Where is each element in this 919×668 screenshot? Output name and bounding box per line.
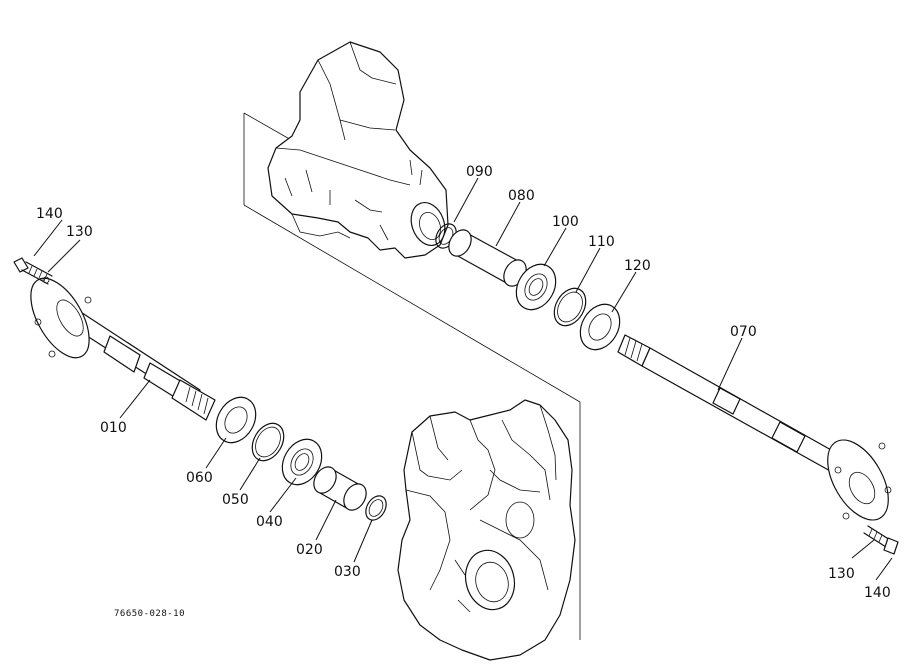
label-040: 040 bbox=[256, 514, 283, 530]
label-130-left: 130 bbox=[66, 224, 93, 240]
bearing-120 bbox=[579, 303, 621, 351]
collar-020 bbox=[313, 466, 367, 511]
bearing-040 bbox=[281, 438, 323, 486]
label-020: 020 bbox=[296, 542, 323, 558]
label-050: 050 bbox=[222, 492, 249, 508]
right-axle-shaft bbox=[617, 334, 892, 521]
label-100: 100 bbox=[552, 214, 579, 230]
snap-ring-050 bbox=[251, 422, 285, 462]
label-090: 090 bbox=[466, 164, 493, 180]
label-130-right: 130 bbox=[828, 566, 855, 582]
label-120: 120 bbox=[624, 258, 651, 274]
leader-lines bbox=[33, 177, 893, 581]
bearing-100 bbox=[515, 263, 557, 311]
ring-030 bbox=[365, 495, 387, 521]
label-110: 110 bbox=[588, 234, 615, 250]
snap-ring-110 bbox=[553, 287, 587, 327]
lower-transmission-housing bbox=[397, 399, 576, 661]
bearing-060 bbox=[215, 396, 257, 444]
drawing-reference: 76650-028-10 bbox=[114, 609, 185, 619]
label-140-left: 140 bbox=[36, 206, 63, 222]
left-axle-shaft bbox=[30, 276, 216, 421]
label-080: 080 bbox=[508, 188, 535, 204]
label-030: 030 bbox=[334, 564, 361, 580]
label-010: 010 bbox=[100, 420, 127, 436]
label-070: 070 bbox=[730, 324, 757, 340]
part-labels: 140 130 010 060 050 040 020 030 090 080 … bbox=[36, 164, 891, 601]
upper-axle-housing bbox=[267, 41, 449, 259]
collar-080 bbox=[448, 229, 527, 287]
label-060: 060 bbox=[186, 470, 213, 486]
right-hub-bolt bbox=[863, 525, 899, 555]
left-hub-bolt bbox=[13, 257, 53, 285]
label-140-right: 140 bbox=[864, 585, 891, 601]
